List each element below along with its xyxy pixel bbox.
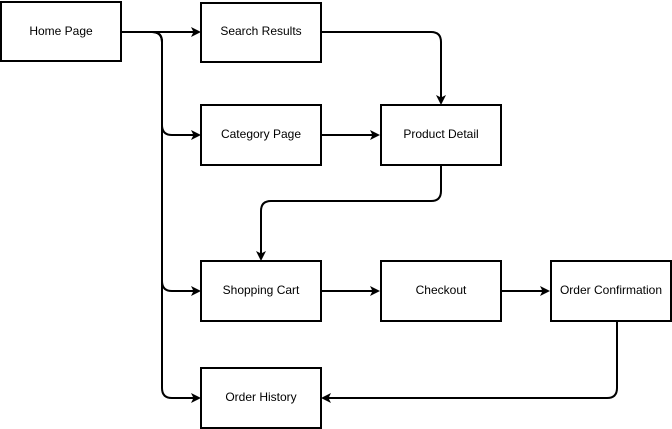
edge-confirmation-to-history — [321, 321, 618, 403]
node-product-detail: Product Detail — [380, 104, 502, 166]
node-shopping-cart: Shopping Cart — [200, 260, 322, 322]
node-home-page: Home Page — [0, 1, 122, 62]
node-label-category-page: Category Page — [221, 127, 301, 141]
node-order-confirmation: Order Confirmation — [550, 260, 672, 322]
edge-home-to-category — [122, 31, 201, 140]
edge-home-to-cart — [122, 31, 201, 296]
node-category-page: Category Page — [200, 104, 322, 166]
node-checkout: Checkout — [380, 260, 502, 322]
node-order-history: Order History — [200, 367, 322, 429]
node-label-search-results: Search Results — [220, 24, 301, 38]
node-label-order-history: Order History — [225, 390, 296, 404]
edge-product-to-cart — [256, 165, 442, 261]
node-label-shopping-cart: Shopping Cart — [223, 283, 300, 297]
node-label-home-page: Home Page — [29, 24, 93, 38]
node-label-checkout: Checkout — [416, 283, 467, 297]
node-label-product-detail: Product Detail — [403, 127, 478, 141]
edge-home-to-history — [122, 31, 201, 403]
node-search-results: Search Results — [200, 2, 322, 63]
edges — [122, 27, 618, 403]
edge-search-to-product — [321, 31, 446, 105]
node-label-order-confirmation: Order Confirmation — [560, 283, 662, 297]
